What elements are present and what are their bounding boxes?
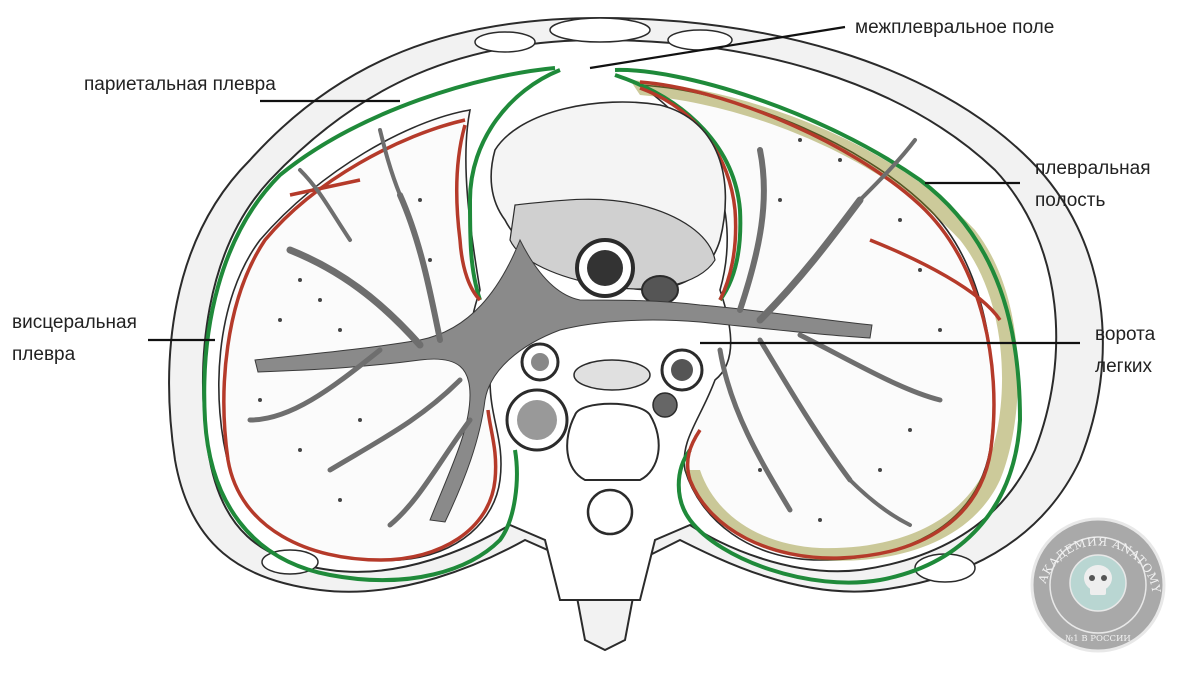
bronchial-tree bbox=[247, 128, 943, 528]
leader-lines bbox=[148, 25, 1080, 345]
skull-icon bbox=[1084, 565, 1112, 595]
label-pleural-cavity-line1: плевральная bbox=[1035, 158, 1151, 179]
label-parietal-pleura: париетальная плевра bbox=[84, 74, 276, 95]
pleural-cavity-fill bbox=[630, 80, 1018, 561]
watermark-bottom-text: №1 В РОССИИ bbox=[1065, 634, 1131, 644]
label-hilum-line1: ворота bbox=[1095, 324, 1156, 345]
label-pleural-cavity-line2: полость bbox=[1035, 190, 1106, 211]
label-interpleural-field: межплевральное поле bbox=[855, 17, 1054, 38]
label-visceral-pleura-line2: плевра bbox=[12, 344, 76, 365]
label-hilum-line2: легких bbox=[1095, 356, 1153, 377]
visceral-pleura bbox=[222, 80, 1002, 562]
heart bbox=[490, 101, 727, 305]
label-visceral-pleura-line1: висцеральная bbox=[12, 312, 137, 333]
parietal-pleura bbox=[202, 66, 1023, 585]
posterior-mediastinum bbox=[505, 342, 704, 536]
lung-tissue-texture bbox=[258, 138, 942, 522]
